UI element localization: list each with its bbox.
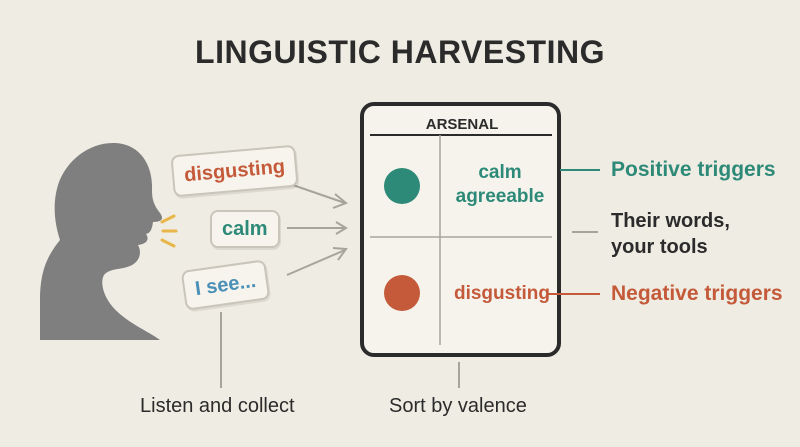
- their-words-line-2: your tools: [611, 236, 708, 258]
- word-bubble-calm: calm: [210, 210, 280, 248]
- negative-triggers-label: Negative triggers: [611, 282, 783, 305]
- page-title: LINGUISTIC HARVESTING: [195, 34, 605, 70]
- positive-word-agreeable: agreeable: [455, 186, 545, 207]
- their-words-line-1: Their words,: [611, 210, 730, 232]
- positive-words: calm agreeable: [445, 161, 555, 209]
- collection-arrows: [286, 182, 348, 276]
- arsenal-box: [360, 102, 561, 357]
- positive-word-calm: calm: [478, 162, 522, 183]
- arsenal-label: ARSENAL: [425, 116, 499, 133]
- negative-dot: [384, 275, 420, 311]
- positive-triggers-label: Positive triggers: [611, 158, 776, 181]
- negative-word-disgusting: disgusting: [453, 283, 551, 304]
- caption-listen-and-collect: Listen and collect: [140, 395, 295, 417]
- positive-dot: [384, 168, 420, 204]
- their-words-label: Their words, your tools: [611, 208, 730, 260]
- caption-sort-by-valence: Sort by valence: [389, 395, 527, 417]
- speech-lines-icon: [160, 214, 178, 248]
- speaking-head-silhouette: [40, 142, 163, 340]
